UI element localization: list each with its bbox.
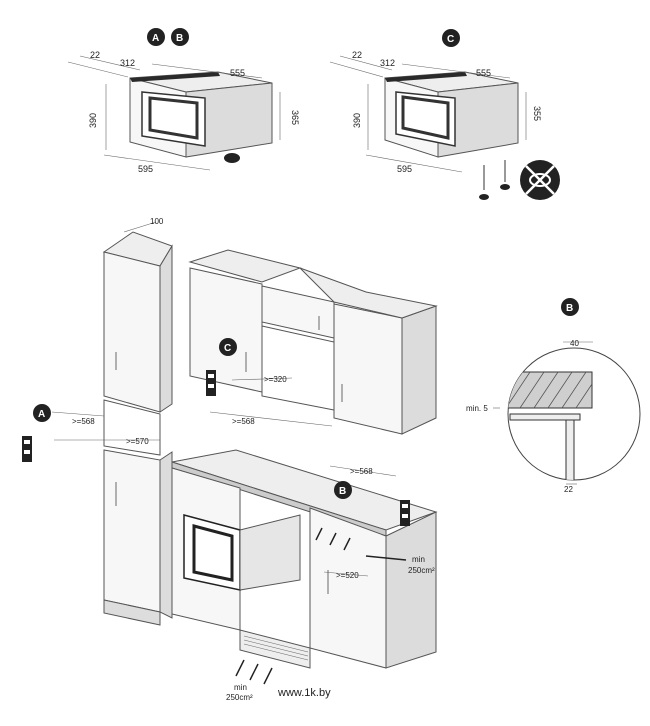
svg-text:B: B [176, 33, 183, 44]
svg-text:C: C [224, 343, 231, 354]
side-sign-b [400, 500, 410, 526]
side-sign-a [22, 436, 32, 462]
dim-c-320: >=320 [264, 375, 287, 384]
dim-555-c: 555 [476, 68, 491, 78]
badge-c-kitchen: C [219, 338, 237, 356]
oven-diagram-c: 22 312 555 390 355 595 C [329, 29, 560, 200]
badge-a: A [147, 28, 165, 46]
dim-c-568: >=568 [232, 417, 255, 426]
dim-22: 22 [90, 50, 100, 60]
dim-355-c: 355 [532, 106, 542, 121]
watermark: www.1k.by [277, 687, 331, 699]
detail-b: 40 min. 5 22 B [466, 298, 641, 494]
badge-b: B [171, 28, 189, 46]
dim-b-568: >=568 [350, 467, 373, 476]
vent-right-min: min [412, 555, 425, 564]
vent-right-area: 250cm² [408, 566, 435, 575]
svg-text:A: A [38, 409, 45, 420]
dim-595: 595 [138, 164, 153, 174]
detail-dim-22: 22 [564, 485, 573, 494]
detail-dim-40: 40 [570, 339, 579, 348]
svg-text:A: A [152, 33, 159, 44]
dim-595-c: 595 [397, 164, 412, 174]
badge-a-kitchen: A [33, 404, 51, 422]
dim-312: 312 [120, 58, 135, 68]
dim-390: 390 [88, 113, 98, 128]
dim-555: 555 [230, 68, 245, 78]
dim-100: 100 [150, 217, 164, 226]
badge-b-kitchen: B [334, 481, 352, 499]
svg-text:B: B [339, 486, 346, 497]
badge-c-top: C [442, 29, 460, 47]
dim-b-520: >=520 [336, 571, 359, 580]
dim-390-c: 390 [352, 113, 362, 128]
dim-22-c: 22 [352, 50, 362, 60]
badge-b-detail: B [561, 298, 579, 316]
dim-a-570: >=570 [126, 437, 149, 446]
dim-a-568: >=568 [72, 417, 95, 426]
oven-diagram-ab: 22 312 555 390 365 595 A B [67, 28, 300, 174]
kitchen-diagram: 100 >=568 >=570 >=320 >=568 >=568 >=520 … [22, 217, 438, 702]
dim-312-c: 312 [380, 58, 395, 68]
svg-text:B: B [566, 303, 573, 314]
vent-bottom-area: 250cm² [226, 693, 253, 702]
no-feet-icon [520, 160, 560, 200]
svg-text:C: C [447, 34, 454, 45]
dim-365: 365 [290, 110, 300, 125]
vent-bottom-min: min [234, 683, 247, 692]
side-sign-c [206, 370, 216, 396]
detail-dim-min5: min. 5 [466, 404, 488, 413]
